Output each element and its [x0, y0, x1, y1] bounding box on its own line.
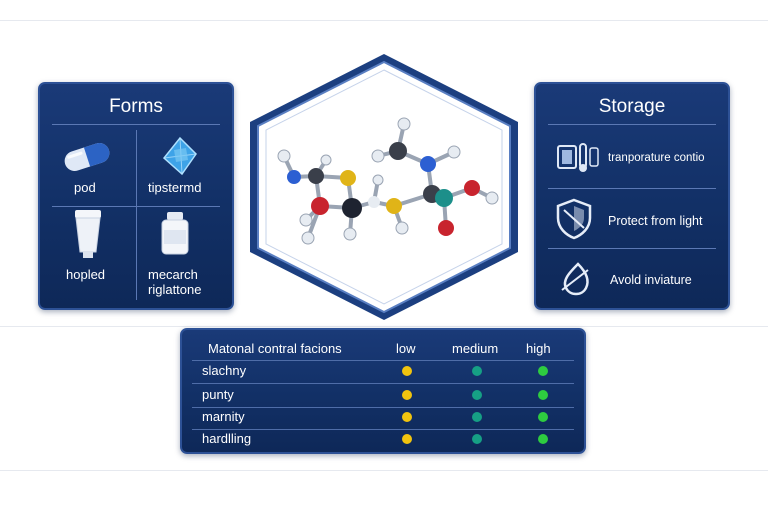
- level-dot: [402, 366, 412, 376]
- forms-panel: Forms pod tipstermd hopled mecarch rigla…: [38, 82, 234, 310]
- level-dot: [402, 412, 412, 422]
- row-divider: [192, 429, 574, 430]
- background-line: [0, 470, 768, 471]
- level-dot: [538, 366, 548, 376]
- control-factors-table: Matonal contral facions low medium high …: [180, 328, 586, 454]
- level-dot: [472, 366, 482, 376]
- level-dot: [538, 390, 548, 400]
- table-header-high: high: [526, 341, 551, 356]
- storage-label: Avold inviature: [610, 273, 692, 287]
- divider: [548, 188, 716, 189]
- level-dot: [472, 412, 482, 422]
- table-row-label: slachny: [202, 363, 247, 378]
- capsule-icon: [64, 142, 110, 172]
- molecule-hexagon: [246, 52, 522, 322]
- moisture-icon: [561, 262, 589, 296]
- molecule-icon: [250, 54, 518, 320]
- level-dot: [538, 434, 548, 444]
- form-label: mecarch riglattone: [148, 267, 202, 297]
- header-divider: [192, 360, 574, 361]
- divider: [548, 124, 716, 125]
- background-line: [0, 20, 768, 21]
- forms-title: Forms: [109, 96, 163, 117]
- form-label: hopled: [66, 267, 106, 282]
- row-divider: [192, 407, 574, 408]
- table-row-label: punty: [202, 387, 234, 402]
- storage-panel: Storage tranporature contio Protect from…: [534, 82, 730, 310]
- form-label: pod: [74, 180, 96, 195]
- storage-title: Storage: [598, 96, 666, 117]
- row-divider: [192, 383, 574, 384]
- crystal-icon: [162, 136, 197, 176]
- shield-icon: [556, 198, 592, 240]
- level-dot: [472, 390, 482, 400]
- level-dot: [402, 390, 412, 400]
- table-row-label: marnity: [202, 409, 245, 424]
- divider: [136, 130, 137, 300]
- divider: [548, 248, 716, 249]
- table-row-label: hardlling: [202, 431, 252, 446]
- level-dot: [538, 412, 548, 422]
- thermometer-icon: [557, 143, 599, 172]
- level-dot: [472, 434, 482, 444]
- tube-icon: [75, 210, 101, 258]
- storage-label: Protect from light: [608, 214, 703, 228]
- bottle-icon: [161, 212, 189, 255]
- background-line: [0, 326, 768, 327]
- level-dot: [402, 434, 412, 444]
- table-header-title: Matonal contral facions: [208, 341, 342, 356]
- table-header-medium: medium: [452, 341, 499, 356]
- form-label: tipstermd: [148, 180, 202, 195]
- table-header-low: low: [396, 341, 416, 356]
- storage-label: tranporature contio: [608, 152, 705, 164]
- divider: [52, 124, 220, 125]
